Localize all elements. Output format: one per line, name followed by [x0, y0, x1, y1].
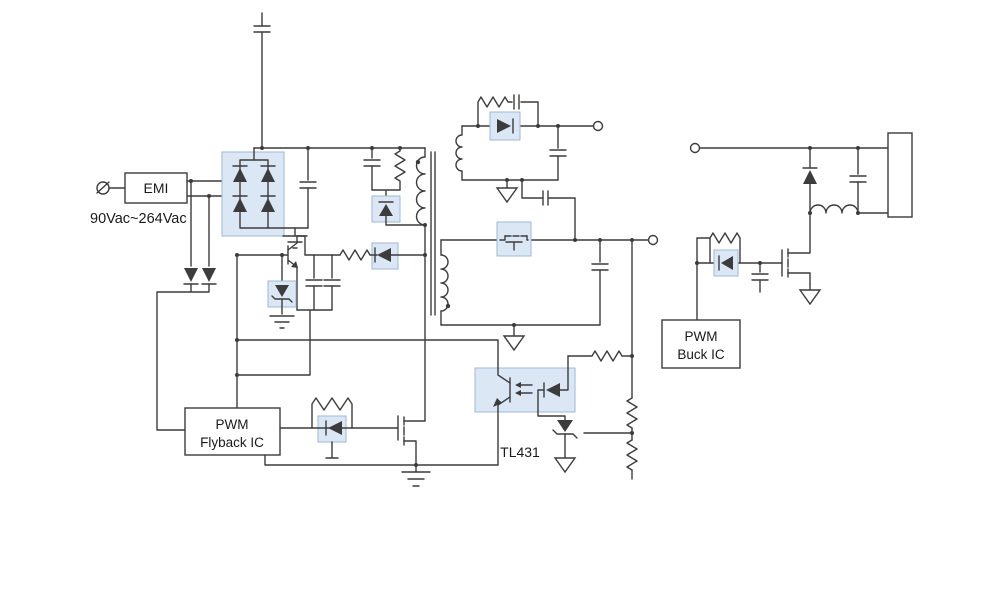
polarity-dot: [445, 303, 451, 309]
bulk-capacitor: [299, 147, 317, 229]
ac-plug-symbol: [96, 181, 126, 195]
flyback-gate-drive: [279, 397, 399, 459]
gate-diode: [325, 420, 342, 436]
divider-resistor-upper: [626, 397, 638, 429]
pwm-buck-ic-label-line1: PWM: [685, 329, 718, 344]
buck-ic-supply-wire: [696, 237, 711, 321]
primary-winding: [415, 156, 426, 226]
opto-phototransistor: [236, 339, 511, 466]
opto-light-arrows: [515, 382, 533, 396]
main-output-capacitor: [591, 239, 609, 326]
emi-box: [124, 172, 188, 204]
bias-capacitor-1: [305, 254, 323, 311]
buck-gate-diode: [718, 255, 733, 271]
opto-led: [537, 355, 569, 421]
buck-ground-arrow: [798, 283, 822, 306]
divider-resistor-lower: [626, 439, 638, 471]
gate-return-stub: [325, 441, 339, 459]
pwm-flyback-ic-label-line2: Flyback IC: [200, 435, 264, 450]
secondary-winding: [440, 254, 449, 312]
tl431-label: TL431: [500, 444, 540, 460]
bias-transistor: [287, 235, 306, 311]
emi-filter-block: EMI: [124, 172, 188, 204]
secondary-main-output: [440, 221, 659, 352]
feedback-network: [567, 239, 638, 480]
polarity-dot: [415, 159, 421, 165]
tl431-shunt-regulator: [552, 420, 578, 459]
y-capacitor: [253, 12, 271, 149]
bias-zener: [271, 285, 293, 315]
buck-load: [887, 132, 913, 218]
buck-inductor: [809, 204, 859, 214]
aux-snubber: [477, 94, 539, 127]
junction-dots: [189, 124, 860, 467]
aux-rectifier-diode: [497, 118, 514, 134]
aux-rectifier-highlight: [489, 111, 521, 141]
clamp-diode: [378, 201, 426, 226]
sync-rectifier-mosfet: [499, 235, 529, 251]
pwm-buck-ic-label-line2: Buck IC: [677, 347, 725, 362]
bridge-rectifier-highlight: [221, 151, 285, 237]
flyback-transformer: [415, 147, 451, 422]
bias-resistor: [339, 249, 371, 261]
pwm-flyback-ic-label-line1: PWM: [216, 417, 249, 432]
buck-input-terminal: [689, 142, 701, 154]
bridge-rectifier: [221, 147, 309, 237]
bridge-diodes: [232, 165, 276, 212]
rcd-clamp: [363, 147, 426, 226]
emi-label: EMI: [144, 180, 169, 196]
optocoupler-tl431: TL431: [236, 339, 578, 474]
bias-capacitor-2: [323, 254, 341, 311]
input-voltage-label: 90Vac~264Vac: [90, 211, 187, 227]
aux-bias-circuit: [236, 235, 426, 409]
pwm-buck-ic-box: [661, 319, 741, 369]
aux-output-capacitor: [549, 125, 567, 181]
buck-converter: [689, 132, 913, 321]
pwm-flyback-ic-box: [184, 407, 281, 456]
pwm-buck-ic: PWM Buck IC: [661, 319, 741, 369]
main-output-terminal: [647, 234, 659, 246]
aux-winding: [455, 125, 463, 181]
buck-freewheel-diode: [802, 147, 818, 214]
secondary-aux-output: [455, 94, 604, 241]
buck-output-capacitor: [849, 147, 867, 214]
aux-output-terminal: [592, 120, 604, 132]
buck-gate-resistor: [709, 232, 741, 264]
line-sense-diodes: [156, 268, 217, 431]
primary-power-ground: [401, 464, 431, 487]
bias-diode: [369, 247, 426, 263]
feedback-return-wire: [264, 454, 499, 466]
tl431-ground-arrow: [553, 457, 577, 474]
bias-ground-symbol: [269, 315, 295, 329]
primary-mosfet: [397, 415, 426, 466]
inter-output-capacitor: [521, 179, 576, 241]
gate-resistor: [311, 397, 353, 429]
sync-rectifier-highlight: [496, 221, 532, 257]
pwm-flyback-ic: PWM Flyback IC: [184, 407, 281, 456]
